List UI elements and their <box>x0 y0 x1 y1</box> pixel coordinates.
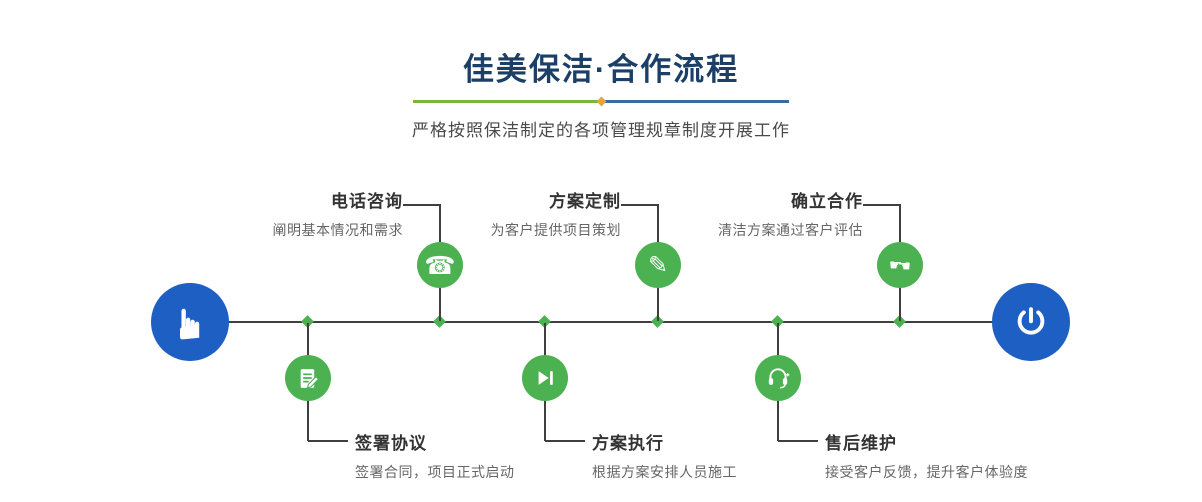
step-label: 确立合作 清洁方案通过客户评估 <box>718 187 863 240</box>
connector-line <box>307 401 309 441</box>
step-title: 方案定制 <box>549 192 621 211</box>
page-title: 佳美保洁·合作流程 <box>462 52 740 87</box>
connector-line <box>657 288 659 321</box>
step-title: 电话咨询 <box>331 192 403 211</box>
step-circle: ☛ ☚ <box>877 242 923 288</box>
step-title: 方案执行 <box>592 434 664 453</box>
phone-icon: ☎ <box>424 250 456 280</box>
divider-green-segment <box>413 100 601 103</box>
step-title: 售后维护 <box>825 434 897 453</box>
step-description: 签署合同，项目正式启动 <box>355 464 515 480</box>
title-divider <box>413 96 789 107</box>
connector-line <box>621 204 659 206</box>
design-pen-icon: ✎ <box>647 251 669 279</box>
step-label: 方案执行 根据方案安排人员施工 <box>592 429 737 482</box>
step-title: 签署协议 <box>355 434 427 453</box>
connector-line <box>777 401 779 441</box>
step-circle: ☎ <box>417 242 463 288</box>
connector-line <box>544 323 546 355</box>
page-subtitle: 严格按照保洁制定的各项管理规章制度开展工作 <box>412 121 790 140</box>
connector-line <box>899 288 901 321</box>
step-circle: ✎ <box>635 242 681 288</box>
connector-line <box>439 204 441 242</box>
connector-line <box>544 401 546 441</box>
step-circle <box>755 355 801 401</box>
headset-icon <box>768 368 790 389</box>
step-title: 确立合作 <box>791 192 863 211</box>
connector-line <box>863 204 901 206</box>
divider-diamond <box>596 96 606 107</box>
step-description: 为客户提供项目策划 <box>490 222 621 238</box>
handshake-right-hand: ☚ <box>897 256 911 275</box>
handshake-icon: ☛ ☚ <box>889 255 911 275</box>
divider-blue-segment <box>601 100 789 103</box>
sign-document-icon <box>300 368 319 389</box>
connector-line <box>439 288 441 321</box>
step-label: 电话咨询 阐明基本情况和需求 <box>273 187 404 240</box>
step-label: 售后维护 接受客户反馈，提升客户体验度 <box>825 429 1028 482</box>
connector-line <box>899 204 901 242</box>
step-circle <box>522 355 568 401</box>
connector-line <box>307 323 309 355</box>
step-description: 根据方案安排人员施工 <box>592 464 737 480</box>
hand-pointer-icon: ☛ <box>165 305 214 343</box>
connector-line <box>657 204 659 242</box>
timeline-start-node: ☛ <box>151 283 229 361</box>
connector-line <box>403 204 441 206</box>
header: 佳美保洁·合作流程 严格按照保洁制定的各项管理规章制度开展工作 <box>0 44 1202 141</box>
step-circle <box>285 355 331 401</box>
handshake-left-hand: ☛ <box>889 255 903 274</box>
connector-line <box>777 323 779 355</box>
step-description: 阐明基本情况和需求 <box>272 222 403 238</box>
connector-line <box>778 440 818 442</box>
step-label: 签署协议 签署合同，项目正式启动 <box>355 429 515 482</box>
power-icon <box>1017 307 1045 335</box>
step-description: 清洁方案通过客户评估 <box>718 222 863 238</box>
play-next-icon <box>538 371 553 385</box>
timeline-line <box>190 321 1031 323</box>
connector-line <box>308 440 348 442</box>
step-label: 方案定制 为客户提供项目策划 <box>491 187 622 240</box>
connector-line <box>545 440 585 442</box>
timeline-end-node <box>992 283 1070 361</box>
step-description: 接受客户反馈，提升客户体验度 <box>825 464 1028 480</box>
